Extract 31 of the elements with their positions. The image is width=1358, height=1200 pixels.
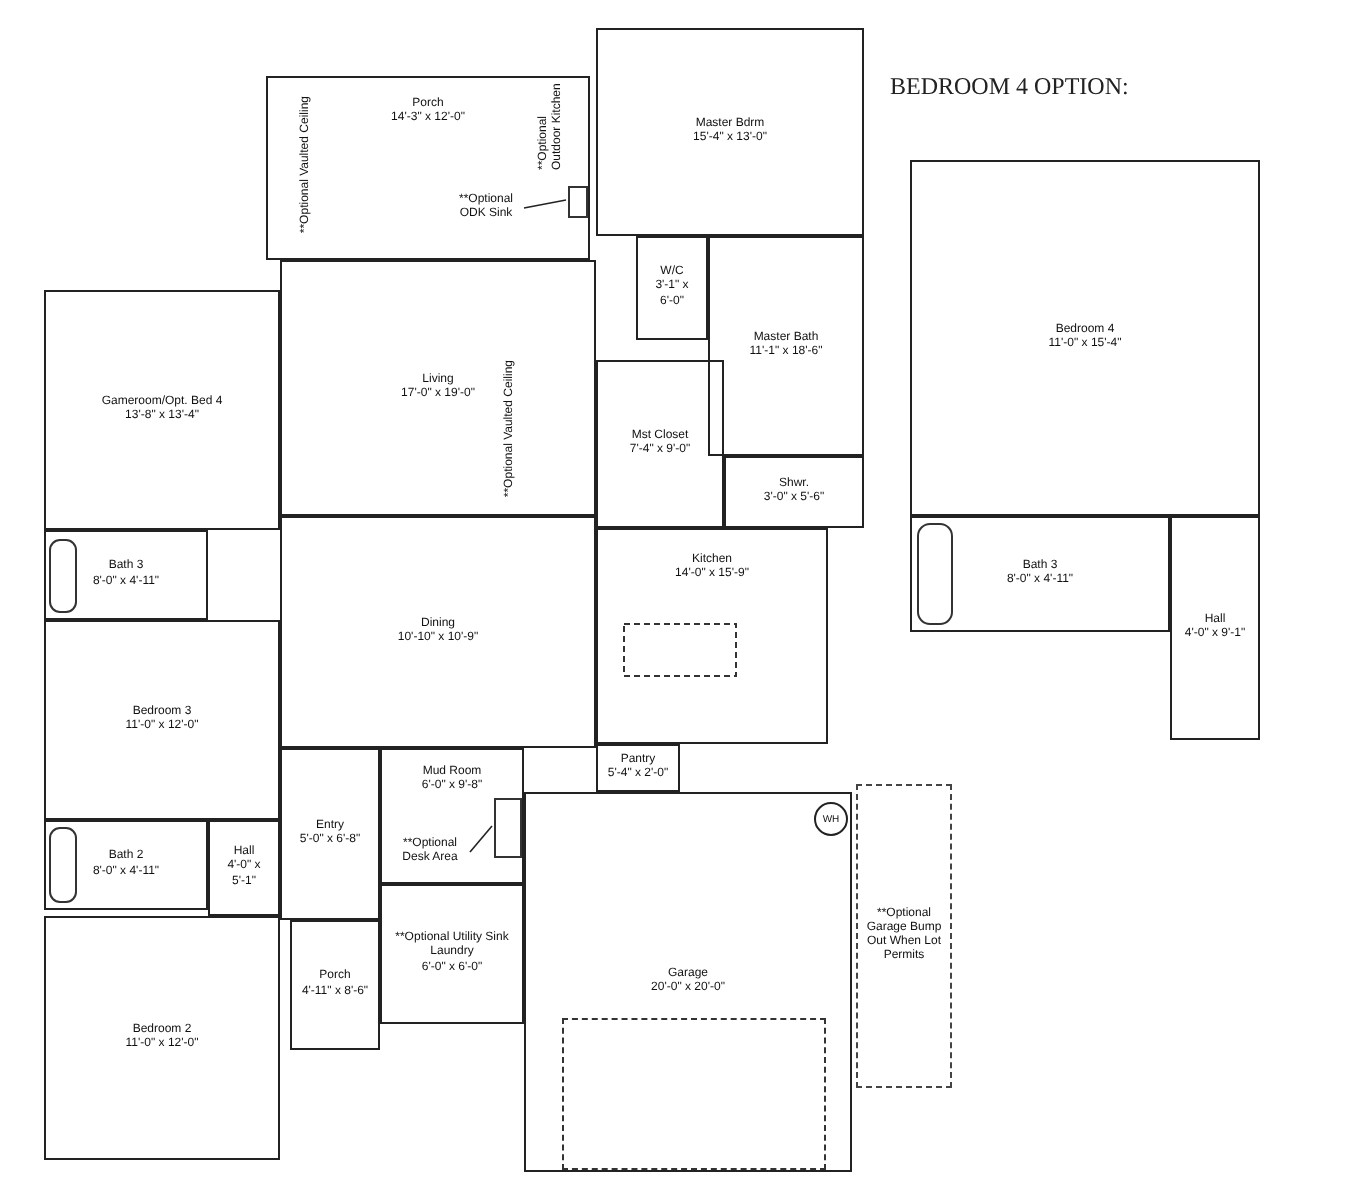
room-outline — [380, 748, 524, 884]
room-outline — [596, 528, 828, 744]
room-outline — [596, 744, 680, 792]
room-outline — [596, 28, 864, 236]
room-outline — [44, 820, 208, 910]
room-outline — [44, 916, 280, 1160]
room-outline — [44, 620, 280, 820]
dashed-outline — [856, 784, 952, 1088]
room-outline — [636, 236, 708, 340]
room-outline — [708, 236, 864, 456]
room-outline — [280, 516, 596, 748]
room-outline — [596, 360, 724, 528]
room-outline — [44, 290, 280, 530]
sink-icon — [568, 186, 588, 218]
room-outline — [266, 76, 590, 260]
room-outline — [280, 260, 596, 516]
room-outline — [380, 884, 524, 1024]
option-heading: BEDROOM 4 OPTION: — [890, 72, 1129, 102]
room-outline — [910, 516, 1170, 632]
room-outline — [524, 792, 852, 1172]
desk-counter — [494, 798, 522, 858]
leader-line — [469, 825, 493, 853]
room-outline — [724, 456, 864, 528]
room-outline — [910, 160, 1260, 516]
leader-line — [523, 199, 567, 209]
room-outline — [280, 748, 380, 920]
garage-door-outline — [562, 1018, 826, 1170]
room-outline — [44, 530, 208, 620]
room-outline — [208, 820, 280, 916]
room-outline — [1170, 516, 1260, 740]
room-outline — [290, 920, 380, 1050]
